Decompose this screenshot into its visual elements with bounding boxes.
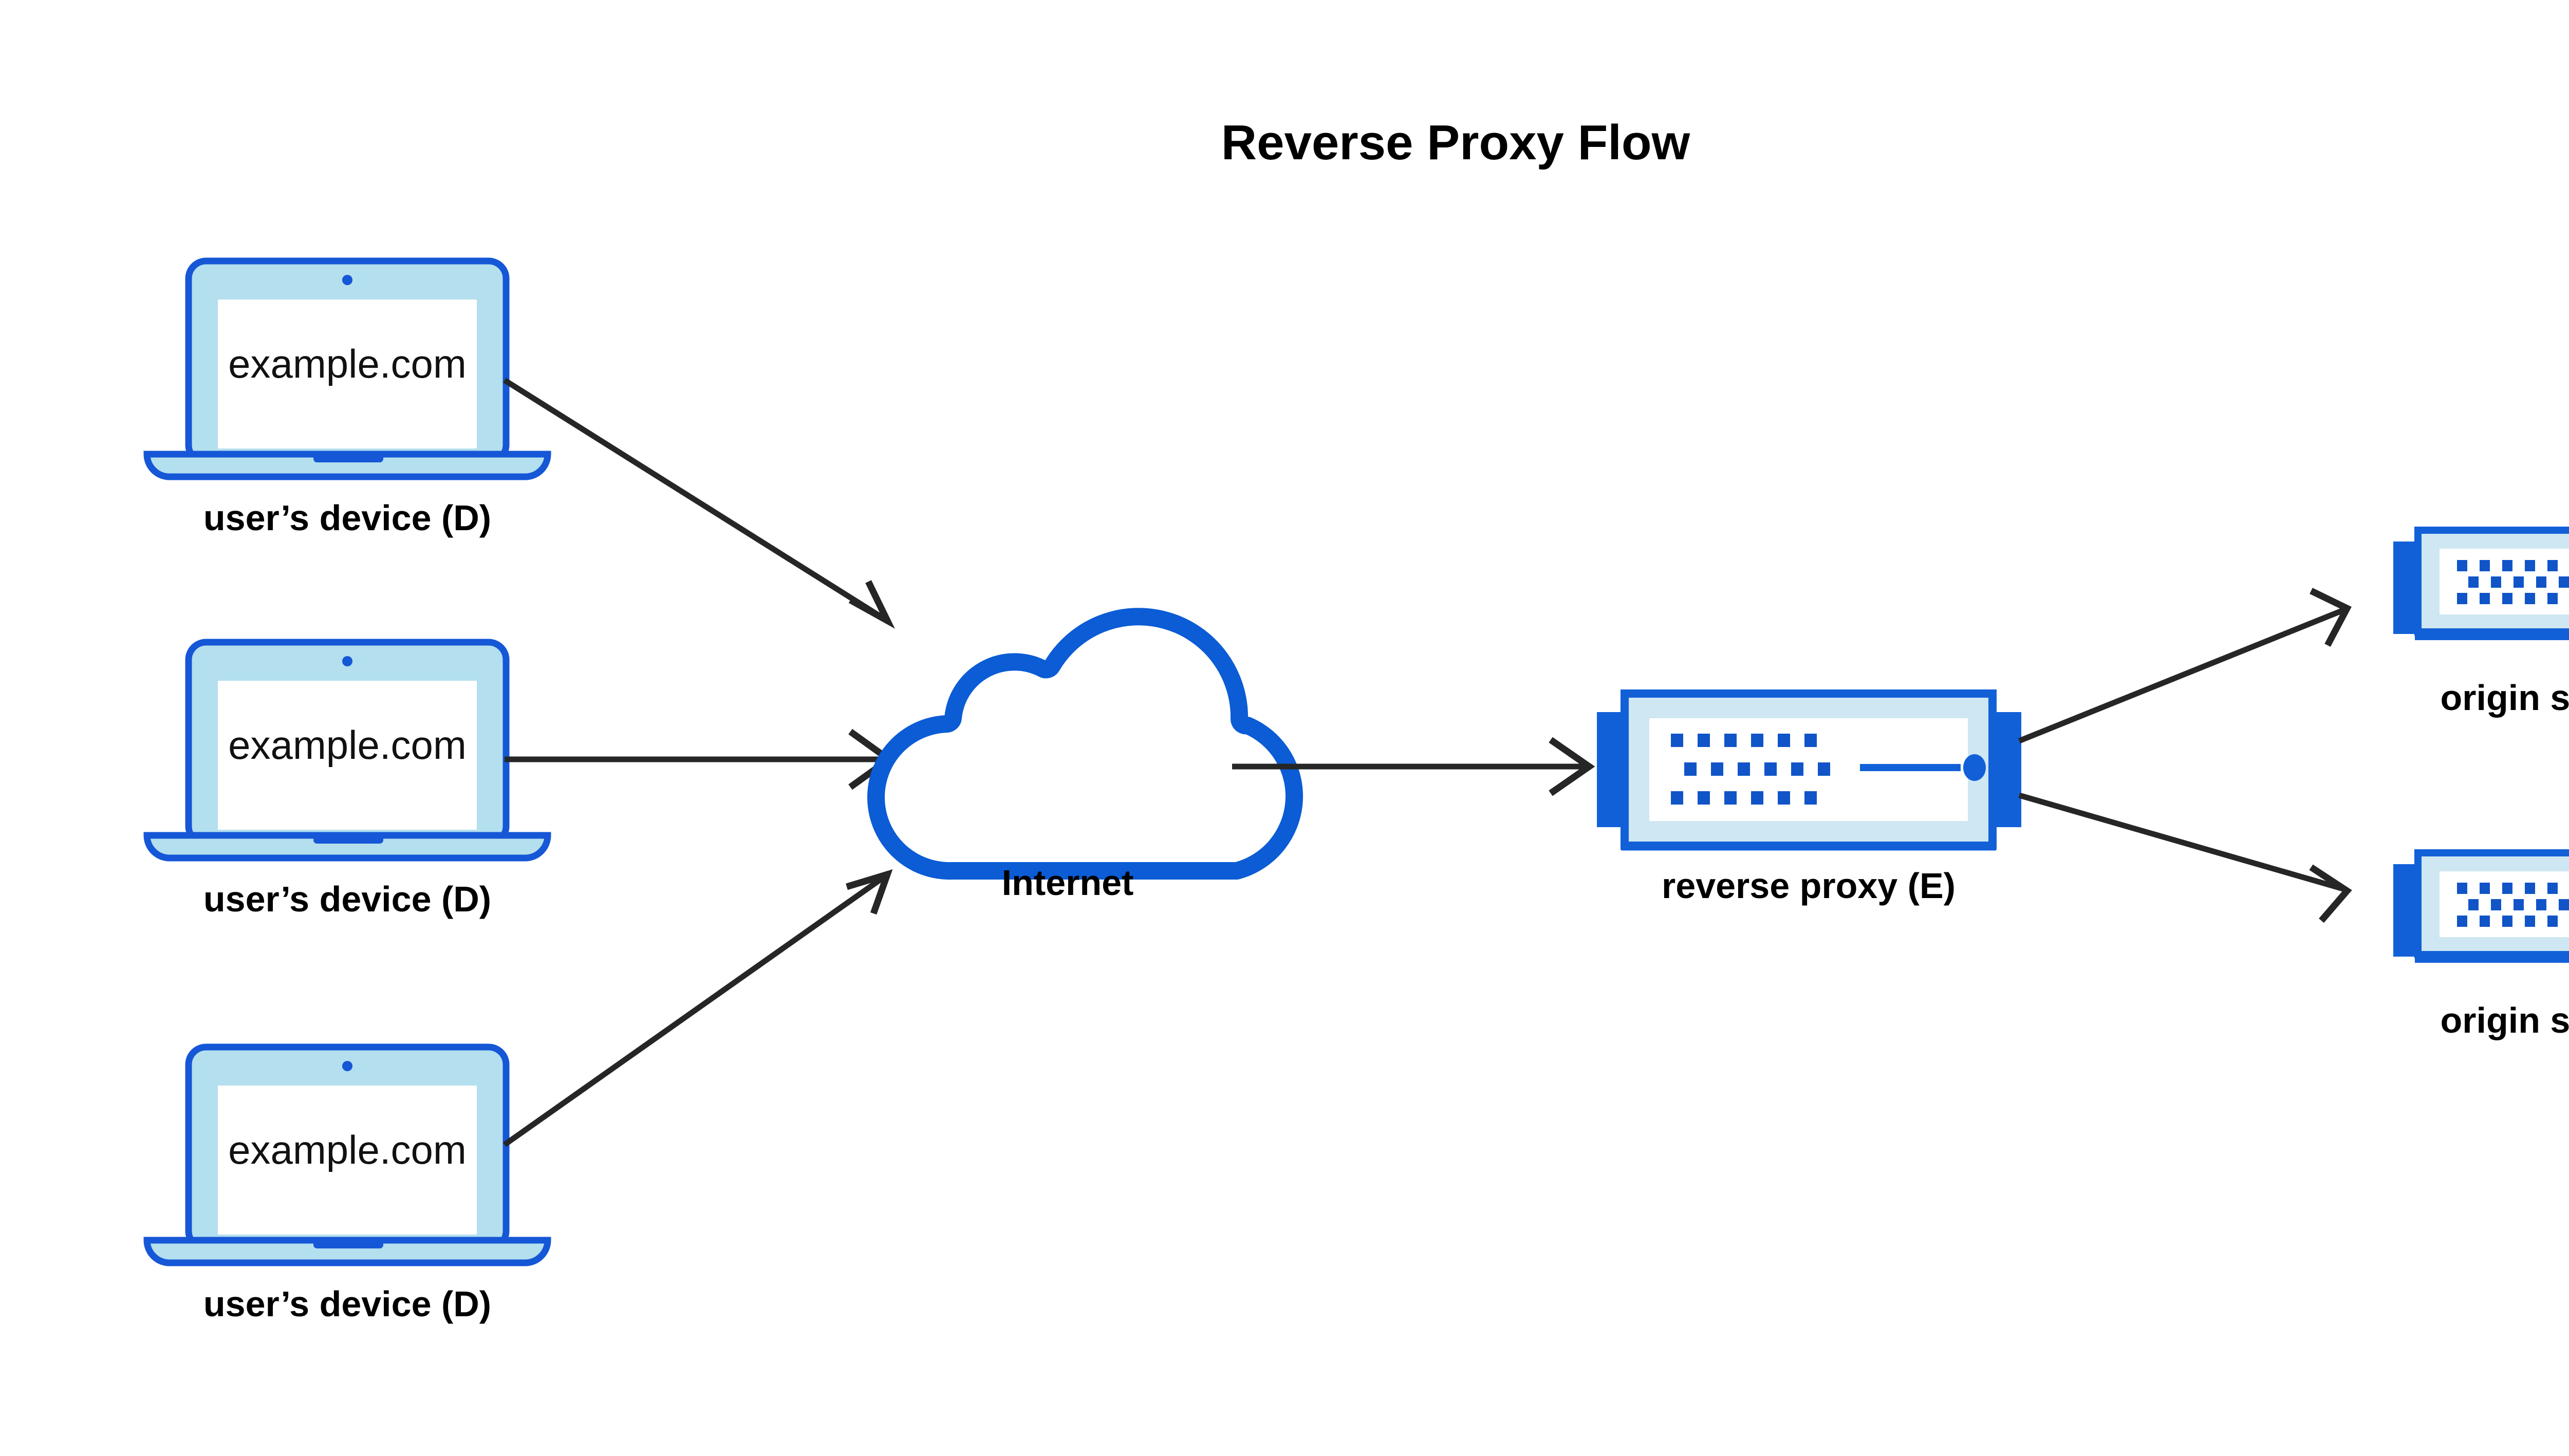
laptop-base: [143, 451, 551, 480]
client-label-2: user’s device (D): [203, 879, 491, 919]
client-label-1: user’s device (D): [203, 498, 491, 538]
internet-node[interactable]: Internet: [867, 608, 1303, 903]
server-vent-grid-icon: [1671, 734, 1830, 805]
laptop-camera-icon: [342, 275, 352, 285]
client-node-2[interactable]: example.com user’s device (D): [143, 639, 551, 919]
origin-server-label-2: origin server (F): [2441, 1000, 2569, 1040]
server-vent-grid-icon: [2457, 883, 2569, 927]
server-front-panel: [2440, 871, 2569, 937]
arrow-internet-to-proxy: [1232, 737, 1595, 796]
reverse-proxy-label: reverse proxy (E): [1662, 866, 1956, 906]
laptop-base: [143, 832, 551, 862]
client-node-1[interactable]: example.com user’s device (D): [143, 257, 551, 538]
laptop-base: [143, 1237, 551, 1266]
laptop-screen: [218, 681, 477, 830]
arrow-client2-to-internet: [505, 729, 895, 790]
arrow-proxy-to-origin1: [2018, 588, 2352, 744]
laptop-base-notch: [313, 1240, 383, 1248]
origin-server-label-1: origin server (F): [2441, 678, 2569, 718]
arrow-proxy-to-origin2: [2018, 792, 2352, 923]
arrow-client3-to-internet: [502, 869, 893, 1147]
server-vent-grid-icon: [2457, 560, 2569, 604]
laptop-base-notch: [313, 835, 383, 844]
server-status-led-icon: [1963, 754, 1986, 781]
laptop-screen-text: example.com: [228, 722, 467, 768]
laptop-base-notch: [313, 454, 383, 462]
client-label-3: user’s device (D): [203, 1284, 491, 1324]
laptop-screen: [218, 1086, 477, 1235]
laptop-screen-text: example.com: [228, 341, 467, 386]
origin-server-node-1[interactable]: origin server (F): [2393, 527, 2569, 718]
page-title: Reverse Proxy Flow: [1221, 115, 1690, 170]
laptop-screen-text: example.com: [228, 1127, 467, 1172]
reverse-proxy-node[interactable]: reverse proxy (E): [1597, 689, 2021, 906]
internet-label: Internet: [1002, 863, 1134, 903]
laptop-icon: example.com: [143, 639, 551, 862]
cloud-icon: [867, 608, 1303, 880]
laptop-camera-icon: [342, 656, 352, 666]
server-front-panel: [2440, 549, 2569, 614]
laptop-icon: example.com: [143, 1043, 551, 1266]
laptop-camera-icon: [342, 1061, 352, 1071]
origin-server-node-2[interactable]: origin server (F): [2393, 849, 2569, 1040]
client-node-3[interactable]: example.com user’s device (D): [143, 1043, 551, 1324]
server-status-bar: [1860, 764, 1961, 771]
laptop-icon: example.com: [143, 257, 551, 480]
arrow-client1-to-internet: [503, 378, 895, 629]
laptop-screen: [218, 300, 477, 449]
